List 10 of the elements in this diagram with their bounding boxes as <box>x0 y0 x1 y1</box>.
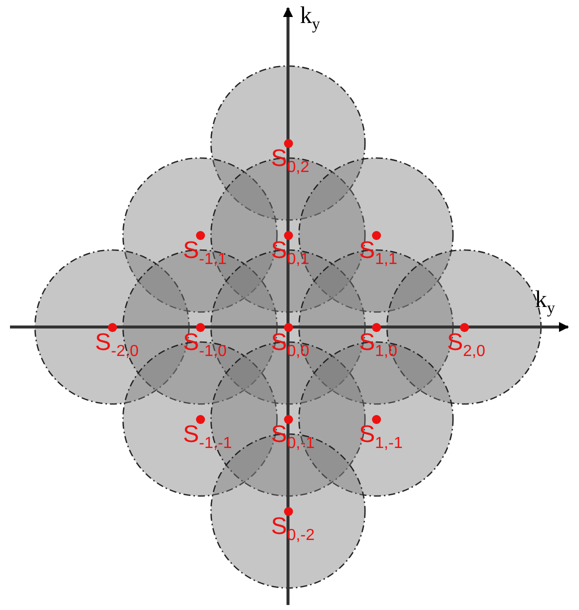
point-label: S$_{1,0}$ <box>359 331 398 362</box>
point-label: S$_{1,-1}$ <box>359 423 403 454</box>
point-label: S$_{2,0}$ <box>447 331 486 362</box>
point-label: S$_{-1,-1}$ <box>183 423 232 454</box>
point-label: S$_{1,1}$ <box>359 239 398 270</box>
axis-label: k$_{y}$ <box>535 288 555 319</box>
point-label: S$_{-1,0}$ <box>183 331 227 362</box>
axis-label: k$_{y}$ <box>300 4 320 35</box>
point-label: S$_{-1,1}$ <box>183 239 227 270</box>
point-label: S$_{-2,0}$ <box>95 331 139 362</box>
